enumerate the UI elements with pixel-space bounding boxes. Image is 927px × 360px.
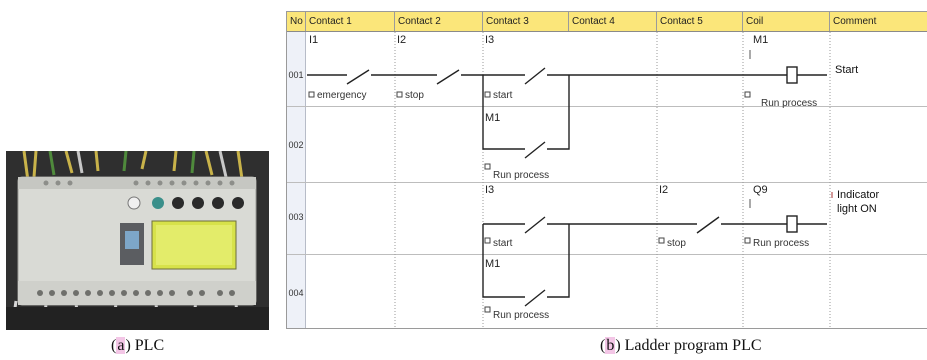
rung1-contact2-address: I2 <box>397 34 407 46</box>
ladder-header-row: No Contact 1 Contact 2 Contact 3 Contact… <box>287 12 927 32</box>
plc-photo <box>6 151 269 330</box>
header-contact-3: Contact 3 <box>483 12 569 31</box>
rung3-contact5-address: I2 <box>659 184 669 196</box>
rung1-contact1-address: I1 <box>309 34 319 46</box>
row-divider <box>287 254 927 255</box>
rung3-coil-label: Run process <box>753 238 810 249</box>
caption-b: (b) Ladder program PLC <box>600 337 762 354</box>
row-number-004: 004 <box>288 288 304 298</box>
header-contact-2: Contact 2 <box>395 12 483 31</box>
rung1-contact3-address: I3 <box>485 34 495 46</box>
row-number-002: 002 <box>288 140 304 150</box>
rung3-comment-line1: Indicator <box>837 189 880 201</box>
caption-b-letter: b <box>605 337 616 354</box>
rung3-coil-address: Q9 <box>753 184 768 196</box>
rung4-contact3-address: M1 <box>485 258 501 270</box>
caption-a-text: ) PLC <box>125 337 165 354</box>
rung1-contact1-label: emergency <box>317 90 367 101</box>
rung1-comment: Start <box>835 64 859 76</box>
row-divider <box>287 106 927 107</box>
rung1-contact2-label: stop <box>405 90 424 101</box>
header-no: No <box>287 12 306 31</box>
rung3-contact5-label: stop <box>667 238 686 249</box>
rung1-coil-label: Run process <box>761 98 818 109</box>
row-number-003: 003 <box>288 212 304 222</box>
caption-b-text: ) Ladder program PLC <box>615 337 762 354</box>
rung2-contact3-address: M1 <box>485 112 501 124</box>
ladder-diagram <box>307 32 833 328</box>
row-divider <box>287 182 927 183</box>
header-comment: Comment <box>833 16 877 27</box>
rung4-contact3-label: Run process <box>493 310 550 321</box>
ladder-program-panel: No Contact 1 Contact 2 Contact 3 Contact… <box>286 11 927 329</box>
row-number-001: 001 <box>288 70 304 80</box>
caption-a: (a) PLC <box>111 337 165 354</box>
header-contact-4: Contact 4 <box>569 12 657 31</box>
header-contact-5: Contact 5 <box>657 12 743 31</box>
rung1-contact3-label: start <box>493 90 513 101</box>
caption-a-letter: a <box>116 337 126 354</box>
header-contact-1: Contact 1 <box>306 12 395 31</box>
header-coil: Coil <box>743 12 830 31</box>
rung2-contact3-label: Run process <box>493 170 550 181</box>
rung3-contact3-address: I3 <box>485 184 495 196</box>
rung3-contact3-label: start <box>493 238 513 249</box>
rung3-comment-line2: light ON <box>837 203 877 215</box>
rung1-coil-address: M1 <box>753 34 769 46</box>
plc-device-illustration <box>6 151 269 330</box>
